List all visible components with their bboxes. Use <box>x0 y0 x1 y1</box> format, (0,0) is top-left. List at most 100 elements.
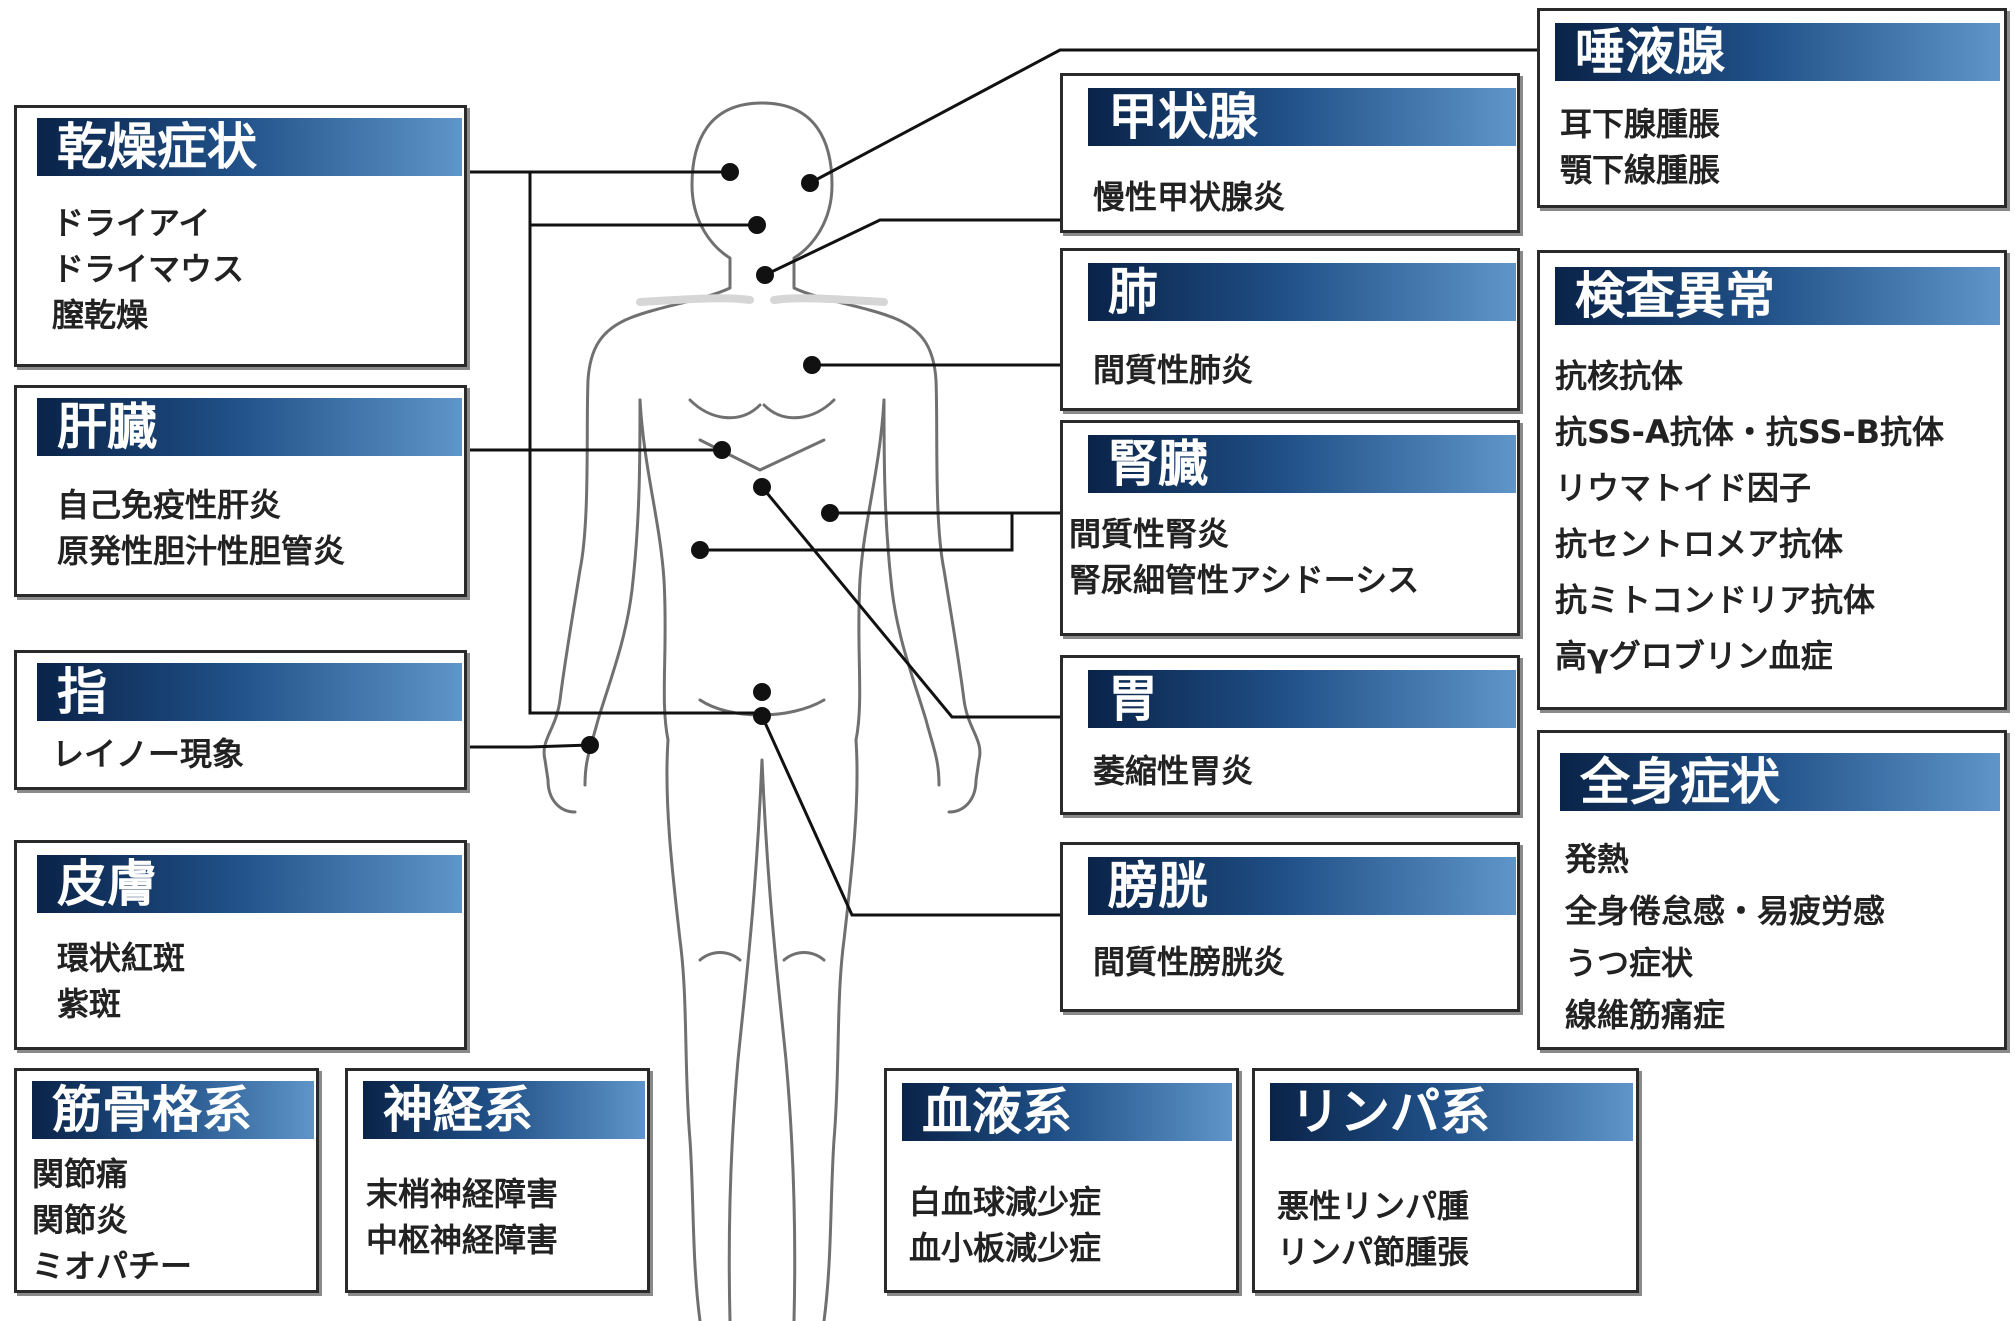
box-title: リンパ系 <box>1270 1083 1633 1141</box>
list-item: 膣乾燥 <box>52 296 149 334</box>
box-nervous: 神経系 末梢神経障害 中枢神経障害 <box>345 1068 650 1293</box>
dot-abdomen <box>691 541 709 559</box>
list-item: うつ症状 <box>1565 944 1694 982</box>
box-title: 唾液腺 <box>1555 23 2000 81</box>
dot-bladder <box>753 683 771 701</box>
box-lab-abnormalities: 検査異常 抗核抗体 抗SS-A抗体・抗SS-B抗体 リウマトイド因子 抗セントロ… <box>1537 250 2007 710</box>
list-item: 原発性胆汁性胆管炎 <box>57 532 346 570</box>
line-bokou <box>760 715 1060 917</box>
box-salivary-gland: 唾液腺 耳下腺腫脹 顎下線腫脹 <box>1537 8 2007 208</box>
right-arm-inner <box>882 398 941 787</box>
box-thyroid: 甲状腺 慢性甲状腺炎 <box>1060 73 1520 233</box>
box-items: 耳下腺腫脹 顎下線腫脹 <box>1560 101 1720 193</box>
box-title: 膀胱 <box>1088 857 1516 915</box>
box-items: 白血球減少症 血小板減少症 <box>909 1179 1101 1271</box>
list-item: 紫斑 <box>57 985 122 1023</box>
right-leg <box>822 738 859 1321</box>
inner-legs <box>727 758 797 1321</box>
list-item: ドライアイ <box>52 204 211 242</box>
box-dryness-symptoms: 乾燥症状 ドライアイ ドライマウス 膣乾燥 <box>14 105 467 367</box>
box-title: 乾燥症状 <box>37 118 462 176</box>
box-items: 関節痛 関節炎 ミオパチー <box>32 1151 192 1289</box>
list-item: 腎尿細管性アシドーシス <box>1069 561 1420 599</box>
collarbone-right <box>770 294 888 306</box>
dot-eye <box>721 163 739 181</box>
box-items: 環状紅斑 紫斑 <box>57 935 185 1027</box>
dot-lung <box>803 356 821 374</box>
box-title: 神経系 <box>363 1081 645 1139</box>
box-musculoskeletal: 筋骨格系 関節痛 関節炎 ミオパチー <box>14 1068 319 1293</box>
box-items: 萎縮性胃炎 <box>1093 748 1253 794</box>
box-title: 全身症状 <box>1560 753 2000 811</box>
knee-right <box>782 951 826 962</box>
list-item: 間質性肺炎 <box>1093 351 1254 389</box>
list-item: 間質性腎炎 <box>1069 515 1230 553</box>
box-systemic-symptoms: 全身症状 発熱 全身倦怠感・易疲労感 うつ症状 線維筋痛症 <box>1537 730 2007 1050</box>
box-items: 悪性リンパ腫 リンパ節腫張 <box>1277 1183 1469 1275</box>
box-title: 血液系 <box>902 1083 1232 1141</box>
line-kanso <box>466 170 757 715</box>
box-kidney: 腎臓 間質性腎炎 腎尿細管性アシドーシス <box>1060 420 1520 636</box>
list-item: 末梢神経障害 <box>366 1175 559 1213</box>
collarbone-left <box>636 294 754 306</box>
dot-liver <box>713 441 731 459</box>
list-item: レイノー現象 <box>52 735 245 773</box>
box-title: 指 <box>37 663 462 721</box>
list-item: リンパ節腫張 <box>1277 1233 1470 1271</box>
list-item: 抗ミトコンドリア抗体 <box>1555 581 1876 619</box>
list-item: 悪性リンパ腫 <box>1277 1187 1470 1225</box>
box-items: 間質性膀胱炎 <box>1093 939 1285 985</box>
box-items: レイノー現象 <box>52 731 244 777</box>
dot-stomach <box>753 478 771 496</box>
left-leg <box>665 738 702 1321</box>
line-daeki <box>809 48 1537 185</box>
list-item: ドライマウス <box>52 250 245 288</box>
list-item: 関節痛 <box>32 1155 129 1193</box>
box-items: 抗核抗体 抗SS-A抗体・抗SS-B抗体 リウマトイド因子 抗セントロメア抗体 … <box>1555 348 1944 684</box>
head-outline-right <box>760 101 982 814</box>
list-item: 血小板減少症 <box>909 1229 1102 1267</box>
box-liver: 肝臓 自己免疫性肝炎 原発性胆汁性胆管炎 <box>14 385 467 597</box>
dot-thyroid <box>756 266 774 284</box>
box-items: 間質性肺炎 <box>1093 347 1253 393</box>
line-yubi <box>466 743 591 749</box>
box-items: 慢性甲状腺炎 <box>1093 174 1285 220</box>
list-item: ミオパチー <box>32 1247 193 1285</box>
list-item: 間質性膀胱炎 <box>1093 943 1286 981</box>
list-item: 萎縮性胃炎 <box>1093 752 1254 790</box>
box-hematologic: 血液系 白血球減少症 血小板減少症 <box>884 1068 1239 1293</box>
dot-vagina <box>753 707 771 725</box>
dot-kidney <box>821 504 839 522</box>
dot-finger <box>581 736 599 754</box>
list-item: 自己免疫性肝炎 <box>57 486 282 524</box>
box-items: 発熱 全身倦怠感・易疲労感 うつ症状 線維筋痛症 <box>1565 833 1885 1041</box>
list-item: 抗セントロメア抗体 <box>1555 525 1844 563</box>
list-item: 抗核抗体 <box>1555 357 1684 395</box>
torso-right <box>854 398 886 742</box>
box-bladder: 膀胱 間質性膀胱炎 <box>1060 842 1520 1012</box>
box-title: 肝臓 <box>37 398 462 456</box>
box-title: 甲状腺 <box>1088 88 1516 146</box>
list-item: 高γグロブリン血症 <box>1555 637 1833 675</box>
box-title: 腎臓 <box>1088 435 1516 493</box>
head-outline <box>542 101 764 814</box>
list-item: 線維筋痛症 <box>1565 996 1726 1034</box>
box-lung: 肺 間質性肺炎 <box>1060 248 1520 411</box>
box-title: 筋骨格系 <box>32 1081 314 1139</box>
box-title: 検査異常 <box>1555 267 2000 325</box>
list-item: 耳下腺腫脹 <box>1560 105 1721 143</box>
box-items: ドライアイ ドライマウス 膣乾燥 <box>52 200 244 338</box>
box-stomach: 胃 萎縮性胃炎 <box>1060 655 1520 815</box>
box-title: 皮膚 <box>37 855 462 913</box>
list-item: リウマトイド因子 <box>1555 469 1812 507</box>
box-items: 間質性腎炎 腎尿細管性アシドーシス <box>1069 511 1419 603</box>
list-item: 関節炎 <box>32 1201 129 1239</box>
box-title: 肺 <box>1088 263 1516 321</box>
list-item: 全身倦怠感・易疲労感 <box>1565 892 1886 930</box>
box-items: 末梢神経障害 中枢神経障害 <box>366 1171 558 1263</box>
box-lymphatic: リンパ系 悪性リンパ腫 リンパ節腫張 <box>1252 1068 1639 1293</box>
list-item: 顎下線腫脹 <box>1560 151 1721 189</box>
line-kojo <box>764 218 1060 277</box>
